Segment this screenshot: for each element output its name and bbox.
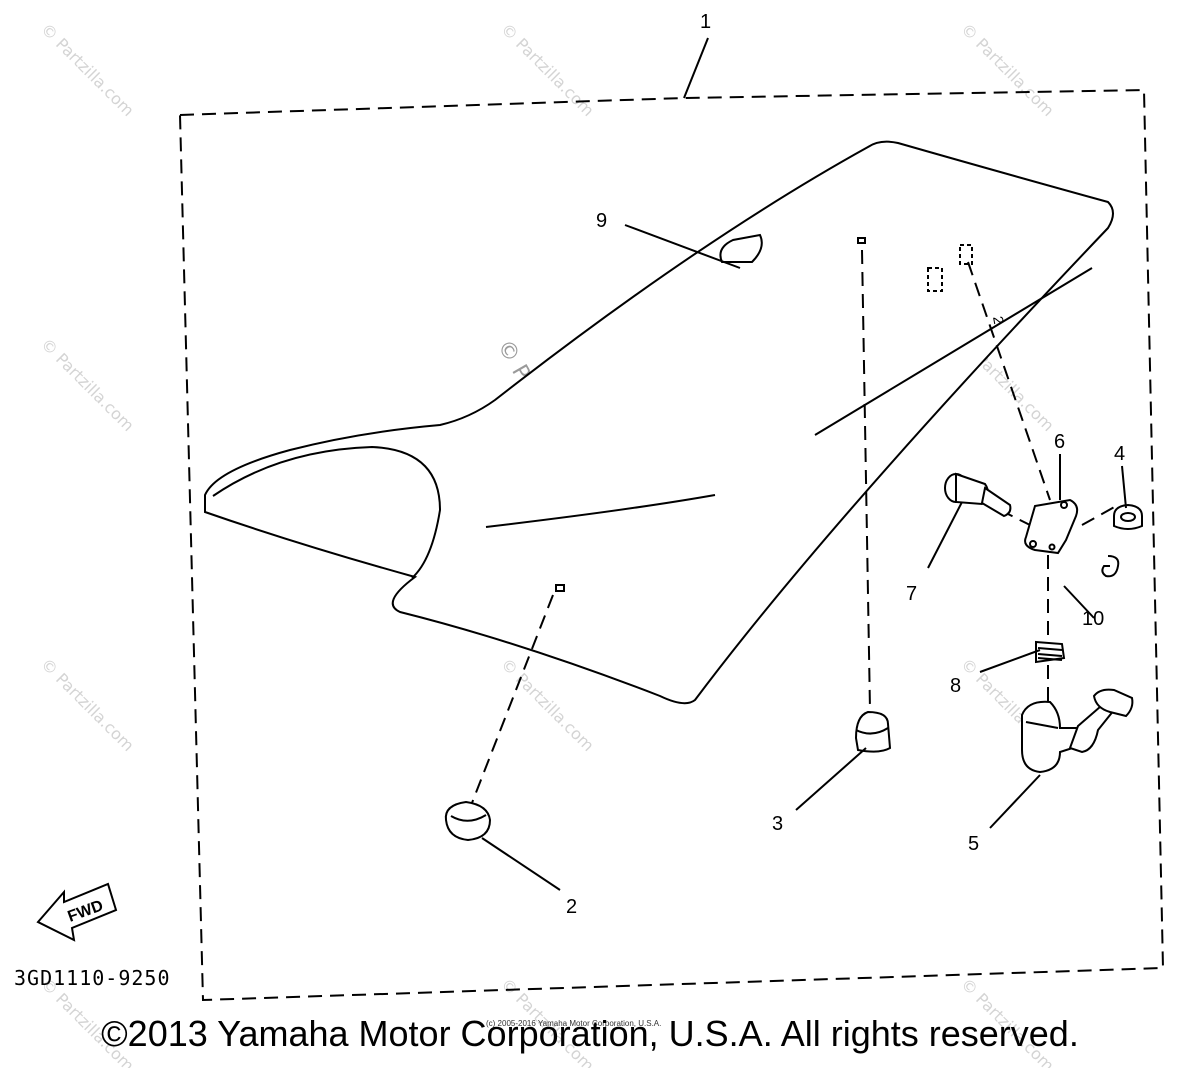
part-4-nut <box>1113 503 1143 530</box>
assembly-border <box>178 88 1165 1002</box>
watermark: © Partzilla.com <box>497 19 598 120</box>
part-9-strap <box>719 233 763 263</box>
callout-10: 10 <box>1082 608 1104 630</box>
callout-8: 8 <box>950 675 961 697</box>
part-8-spring <box>1035 640 1066 664</box>
part-6-bracket <box>1024 498 1079 555</box>
part-5-lock <box>1021 688 1134 774</box>
callout-2-small: 2 <box>990 315 1007 326</box>
seat-edge-line <box>814 267 1093 436</box>
callout-4: 4 <box>1114 443 1125 465</box>
small-copyright: (c) 2005-2016 Yamaha Motor Corporation, … <box>486 1019 662 1028</box>
seat <box>204 140 1114 705</box>
callout-numbers: 9 2 3 4 5 6 7 8 10 2 <box>566 210 1125 918</box>
part-code: 3GD1110-9250 <box>14 966 171 990</box>
leader-lines <box>481 224 1127 891</box>
watermark: © Partzilla.com <box>957 19 1058 120</box>
seat-center-line <box>485 494 716 528</box>
callout-2: 2 <box>566 896 577 918</box>
fwd-arrow-icon: FWD <box>36 882 118 942</box>
copyright-notice: ©2013 Yamaha Motor Corporation, U.S.A. A… <box>101 1013 1079 1054</box>
callout-5: 5 <box>968 833 979 855</box>
callout-7: 7 <box>906 583 917 605</box>
seat-front-rim <box>212 445 442 579</box>
assembly-line-2 <box>469 594 554 809</box>
callout-3: 3 <box>772 813 783 835</box>
callout-1: 1 <box>700 11 711 33</box>
part-10-clip <box>1101 555 1120 578</box>
part-2-damper <box>444 800 492 842</box>
watermark: © Partzilla.com <box>497 654 598 755</box>
seat-body <box>204 140 1114 705</box>
callout-9: 9 <box>596 210 607 232</box>
leader-1 <box>683 37 709 99</box>
watermark: © Partzilla.com <box>37 19 138 120</box>
assembly-line-6 <box>967 261 1051 501</box>
seat-markings <box>555 237 973 592</box>
assembly-line-4 <box>1081 504 1119 526</box>
assembly-line-3 <box>861 249 871 711</box>
part-3-damper <box>854 710 892 753</box>
part-7-bolt <box>944 472 1012 518</box>
watermark: © Partzilla.com <box>37 654 138 755</box>
watermark: © Partzilla.com <box>37 334 138 435</box>
callout-6: 6 <box>1054 431 1065 453</box>
